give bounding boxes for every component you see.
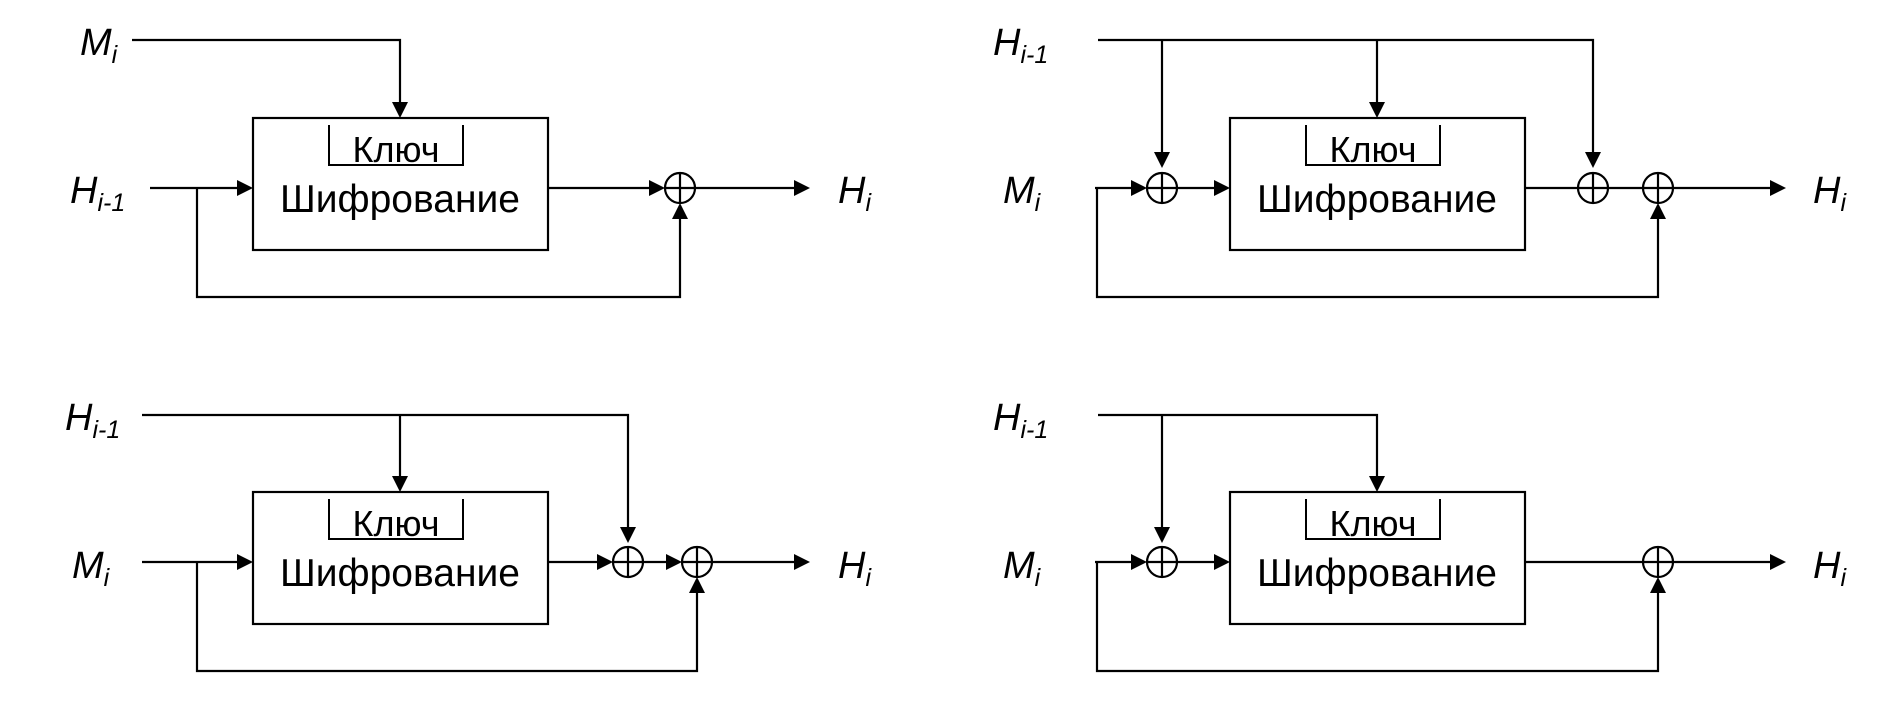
xor-icon — [680, 545, 714, 579]
scheme-1: Mi Hi-1 Hi Ключ Шифрование — [70, 22, 872, 299]
output-h-label: Hi — [1813, 170, 1847, 217]
input-h-prev-label: Hi-1 — [993, 397, 1048, 444]
xor-icon — [663, 171, 697, 205]
encryption-block — [251, 116, 550, 252]
input-h-prev-label: Hi-1 — [65, 397, 120, 444]
key-label: Ключ — [1330, 503, 1417, 544]
xor-icon — [1641, 545, 1675, 579]
xor-icon — [1576, 171, 1610, 205]
encryption-label: Шифрование — [1257, 552, 1497, 595]
key-bracket — [328, 125, 464, 166]
xor-icon — [611, 545, 645, 579]
input-m-label: Mi — [80, 22, 119, 69]
h-wire — [142, 413, 630, 527]
encryption-label: Шифрование — [280, 178, 520, 221]
key-bracket — [1305, 499, 1441, 540]
feedforward-wire — [195, 188, 682, 299]
input-h-prev-label: Hi-1 — [993, 22, 1048, 69]
h-wire — [1098, 413, 1379, 476]
key-label: Ключ — [353, 503, 440, 544]
xor-icon — [1145, 545, 1179, 579]
m-wire — [132, 38, 402, 102]
scheme-4: Hi-1 Mi Hi Ключ Шифрование — [993, 397, 1847, 673]
input-m-label: Mi — [72, 545, 111, 592]
xor-icon — [1145, 171, 1179, 205]
key-bracket — [328, 499, 464, 540]
input-m-label: Mi — [1003, 545, 1042, 592]
feedforward-wire — [1095, 188, 1660, 299]
h-wire — [1098, 38, 1595, 152]
key-label: Ключ — [1330, 129, 1417, 170]
output-h-label: Hi — [838, 170, 872, 217]
encryption-block — [251, 490, 550, 626]
scheme-2: Hi-1 Mi Hi Ключ Шифрование — [993, 22, 1847, 299]
xor-icon — [1641, 171, 1675, 205]
input-m-label: Mi — [1003, 170, 1042, 217]
feedforward-wire — [195, 562, 699, 673]
feedforward-wire — [1095, 562, 1660, 673]
scheme-3: Hi-1 Mi Hi Ключ Шифрование — [65, 397, 872, 673]
encryption-block — [1228, 490, 1527, 626]
output-h-label: Hi — [1813, 545, 1847, 592]
encryption-label: Шифрование — [280, 552, 520, 595]
key-label: Ключ — [353, 129, 440, 170]
input-h-prev-label: Hi-1 — [70, 170, 125, 217]
key-bracket — [1305, 125, 1441, 166]
output-h-label: Hi — [838, 545, 872, 592]
encryption-block — [1228, 116, 1527, 252]
encryption-label: Шифрование — [1257, 178, 1497, 221]
